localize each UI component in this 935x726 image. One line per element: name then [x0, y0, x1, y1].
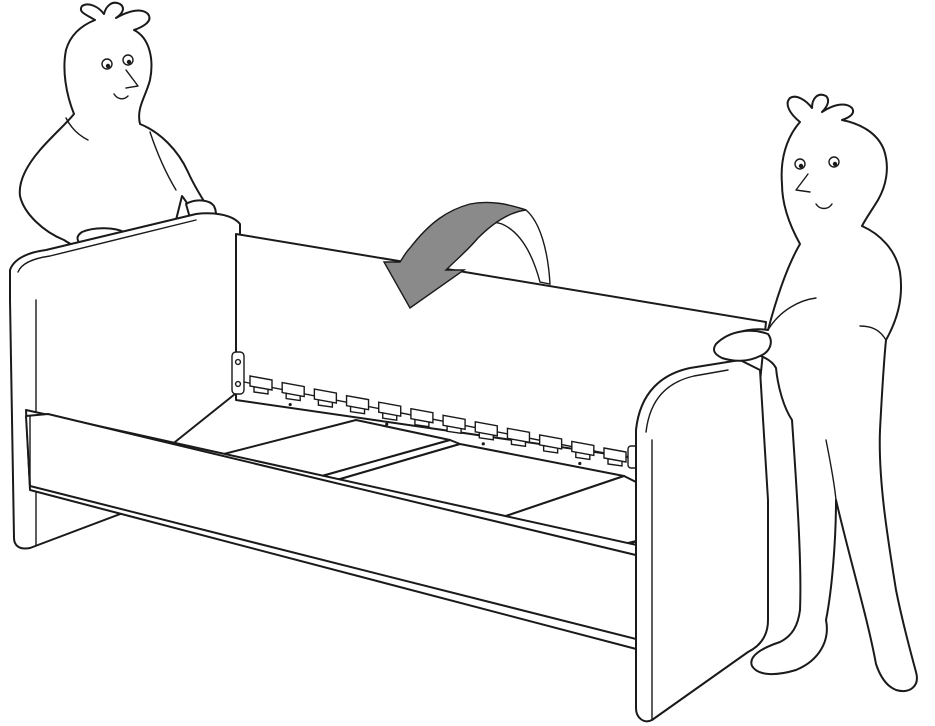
- slat-clip-icon: [314, 389, 336, 407]
- slat-clip-icon: [250, 376, 272, 394]
- slat-clip-icon: [604, 448, 626, 466]
- slat-clip-icon: [443, 415, 465, 433]
- slat-clip-icon: [572, 441, 594, 459]
- slat-clip-icon: [282, 383, 304, 401]
- hinge-bracket-icon: [232, 352, 244, 394]
- screw-hole-icon: [482, 442, 485, 445]
- screw-hole-icon: [578, 462, 581, 465]
- right-side-panel: [636, 360, 768, 721]
- slat-clip-icon: [540, 435, 562, 453]
- slat-clip-icon: [379, 402, 401, 420]
- screw-hole-icon: [289, 403, 292, 406]
- person-left-icon: [20, 3, 216, 252]
- slat-clip-icon: [475, 422, 497, 440]
- slat-clip-icon: [347, 396, 369, 414]
- slat-clip-icon: [411, 409, 433, 427]
- slat-clip-icon: [507, 428, 529, 446]
